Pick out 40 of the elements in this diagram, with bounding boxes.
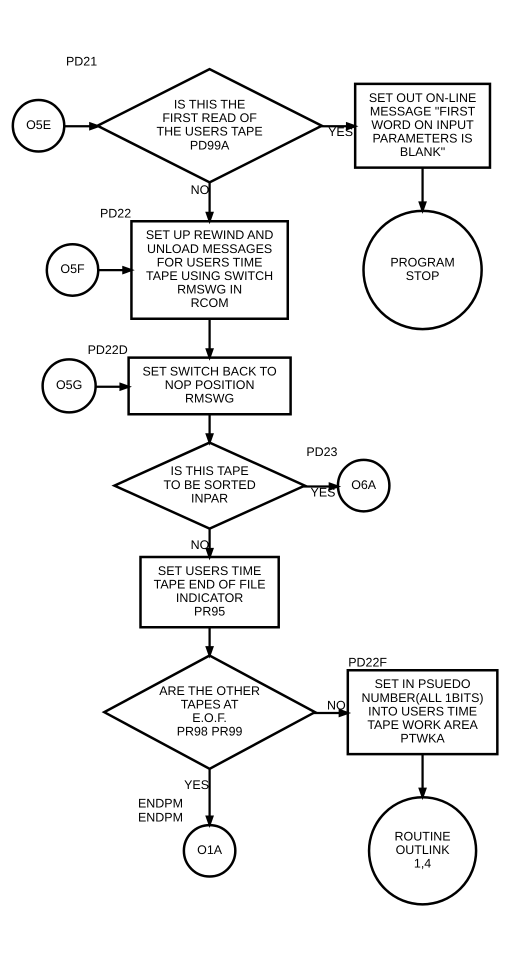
edge-label: NO <box>190 182 210 197</box>
node-circle: O1A <box>182 823 237 878</box>
node-label: ENDPM <box>138 810 183 824</box>
node-diamond: IS THIS TAPE TO BE SORTED INPAR <box>111 440 308 530</box>
arrow <box>418 754 427 800</box>
node-box: SET OUT ON-LINE MESSAGE "FIRST WORD ON INPUT PARAMETERS IS BLANK" <box>354 82 492 168</box>
node-diamond: IS THIS THE FIRST READ OF THE USERS TAPE PD99A <box>94 67 325 184</box>
arrow <box>96 382 132 391</box>
node-box: SET SWITCH BACK TO NOP POSITION RMSWG <box>127 356 292 415</box>
node-box: SET USERS TIME TAPE END OF FILE INDICATOR PR95 <box>139 555 280 628</box>
node-label: PD22F <box>348 655 388 670</box>
arrow <box>205 182 214 224</box>
node-circle: PROGRAM STOP <box>362 209 483 330</box>
node-circle: O5E <box>12 98 66 152</box>
node-circle: O6A <box>336 458 391 512</box>
arrow <box>205 318 214 360</box>
edge-label: NO <box>190 537 210 552</box>
node-circle: O5G <box>41 358 97 414</box>
arrow <box>314 708 352 717</box>
arrow <box>303 482 342 490</box>
arrow <box>205 768 214 828</box>
node-label: PD22 <box>100 206 132 220</box>
arrow <box>98 265 135 274</box>
arrow <box>205 528 214 560</box>
node-circle: ROUTINE OUTLINK 1,4 <box>368 796 478 906</box>
node-label: PD23 <box>306 444 338 459</box>
node-label: PD21 <box>66 54 98 68</box>
arrow <box>418 167 427 214</box>
node-circle: O5F <box>46 242 100 296</box>
node-label: ENDPM <box>138 796 183 810</box>
arrow <box>64 121 102 130</box>
node-diamond: ARE THE OTHER TAPES AT E.O.F. PR98 PR99 <box>102 654 318 770</box>
edge-label: NO <box>326 698 346 712</box>
arrow <box>205 414 214 446</box>
node-box: SET IN PSUEDO NUMBER(ALL 1BITS) INTO USERS TIME TAPE WORK AREA PTWKA <box>346 668 499 755</box>
node-box: SET UP REWIND AND UNLOAD MESSAGES FOR USERS TIME TAPE USING SWITCH RMSWG IN RCOM <box>130 220 289 320</box>
edge-label: YES <box>184 778 210 792</box>
arrow <box>321 121 358 130</box>
node-label: PD22D <box>88 342 128 356</box>
arrow <box>205 626 214 658</box>
